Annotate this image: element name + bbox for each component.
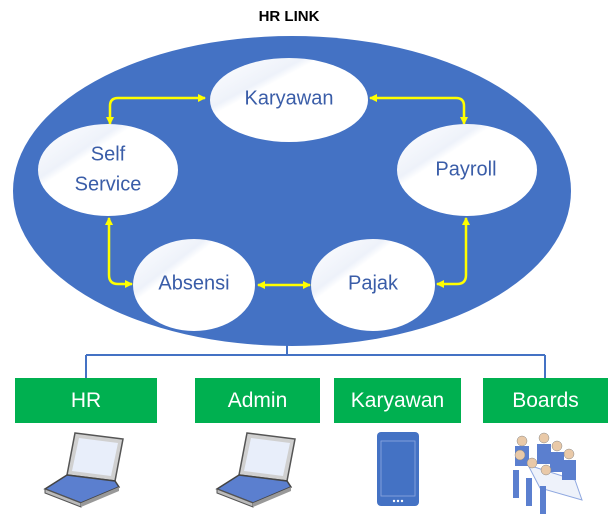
user-box-karyawan: Karyawan	[334, 378, 461, 423]
node-self-service-label-line2: Service	[74, 173, 142, 196]
node-karyawan-label: Karyawan	[244, 87, 334, 110]
laptop-icon	[215, 432, 296, 508]
arrow-karyawan-payroll	[369, 94, 468, 125]
node-self-service-label-line1: Self	[90, 143, 126, 166]
node-absensi	[133, 239, 255, 331]
node-payroll	[397, 124, 537, 216]
user-connectors	[85, 345, 546, 378]
node-karyawan	[210, 58, 368, 142]
node-absensi-label: Absensi	[158, 272, 230, 295]
arrow-karyawan-selfservice	[106, 94, 206, 125]
module-arrows	[105, 94, 470, 289]
node-pajak-label: Pajak	[347, 272, 399, 295]
smartphone-icon	[377, 432, 419, 506]
arrow-payroll-pajak	[436, 217, 470, 288]
diagram-title: HR LINK	[258, 8, 320, 25]
user-box-admin: Admin	[195, 378, 320, 423]
laptop-icon	[43, 432, 124, 508]
meeting-icon	[513, 432, 583, 514]
user-box-hr: HR	[15, 378, 157, 423]
user-box-boards: Boards	[483, 378, 608, 423]
node-payroll-label: Payroll	[435, 158, 497, 181]
arrow-selfservice-absensi	[105, 217, 133, 288]
node-self-service	[38, 124, 178, 216]
node-pajak	[311, 239, 435, 331]
